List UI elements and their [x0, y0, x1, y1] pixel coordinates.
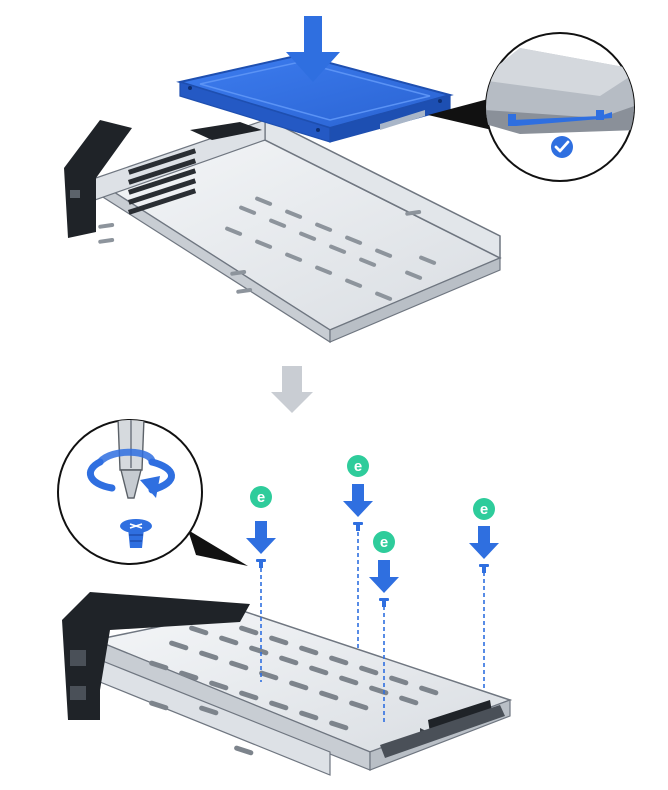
rotate-clockwise-icon: [86, 448, 175, 498]
zoom-callout-drive-edge: [428, 32, 635, 182]
tray-front-grill-upper: [127, 148, 197, 215]
screw-icon: [353, 522, 363, 531]
screw-icon: [479, 564, 489, 573]
screw-badge: e: [347, 455, 369, 477]
screw-arrows: [246, 484, 499, 593]
screws: [256, 522, 489, 607]
screw-icon: [120, 519, 152, 548]
drive-tray-upper: [64, 116, 502, 344]
ssd-drive: [176, 53, 454, 143]
screw-icon: [256, 559, 266, 568]
arrow-down-icon: [286, 16, 340, 82]
svg-text:e: e: [380, 534, 388, 551]
zoom-callout-screwdriver: [57, 419, 248, 566]
tray-vent-slots-upper: [98, 196, 437, 301]
checkmark-circle-icon: [551, 136, 573, 158]
screw-icon: [379, 598, 389, 607]
svg-text:e: e: [354, 458, 362, 475]
drive-tray-lower: [62, 592, 513, 776]
tray-handle-lower: [62, 592, 250, 720]
tray-vent-slots-lower: [149, 625, 439, 756]
arrow-down-icon: [246, 521, 276, 554]
step-arrow-down-icon: [271, 366, 313, 413]
svg-text:e: e: [480, 501, 488, 518]
tray-handle-upper: [64, 120, 262, 238]
svg-text:e: e: [257, 489, 265, 506]
arrow-down-icon: [469, 526, 499, 559]
arrow-down-icon: [343, 484, 373, 517]
screw-guides: [260, 532, 485, 722]
screw-badge: e: [373, 531, 395, 553]
screw-badge: e: [473, 498, 495, 520]
arrow-down-icon: [369, 560, 399, 593]
screw-badge: e: [250, 486, 272, 508]
